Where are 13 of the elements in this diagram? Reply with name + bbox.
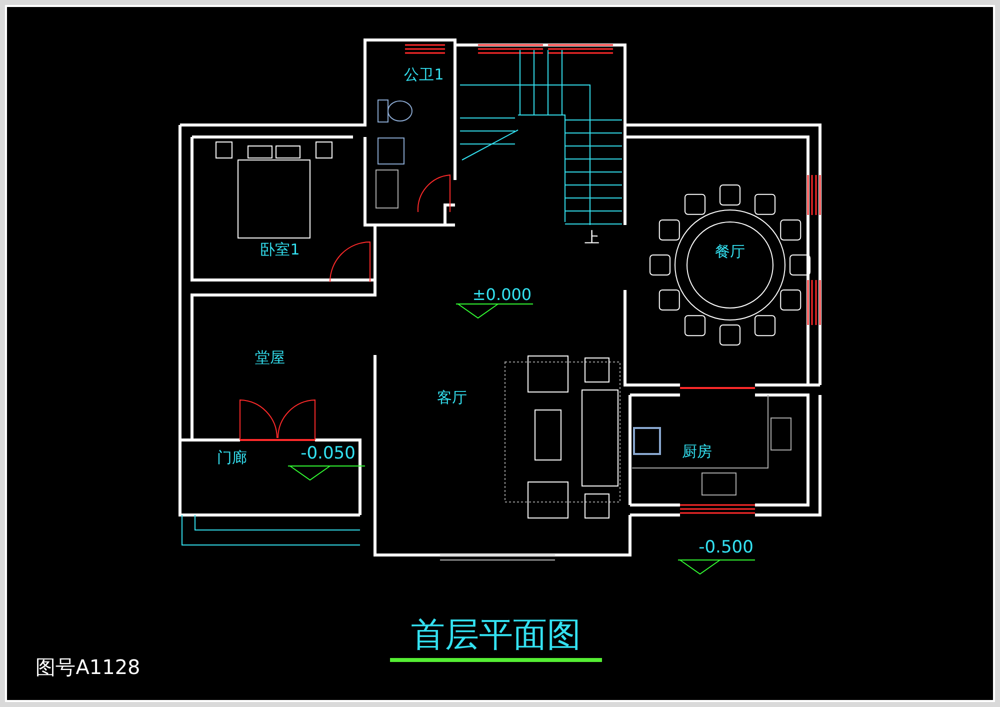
room-label: 厨房 [682,444,712,460]
room-label: 门廊 [217,450,247,466]
room-label: 客厅 [437,390,467,406]
room-label: 餐厅 [715,244,745,260]
elevation-label: -0.500 [698,540,754,556]
elevation-label: -0.050 [300,446,356,462]
room-label: 堂屋 [255,350,285,366]
elevation-label: ±0.000 [472,287,532,303]
stair-direction-label: 上 [584,230,600,246]
room-label: 卧室1 [260,242,300,258]
drawing-number: 图号A1128 [36,657,140,677]
room-label: 公卫1 [404,68,444,82]
drawing-title: 首层平面图 [390,618,602,662]
